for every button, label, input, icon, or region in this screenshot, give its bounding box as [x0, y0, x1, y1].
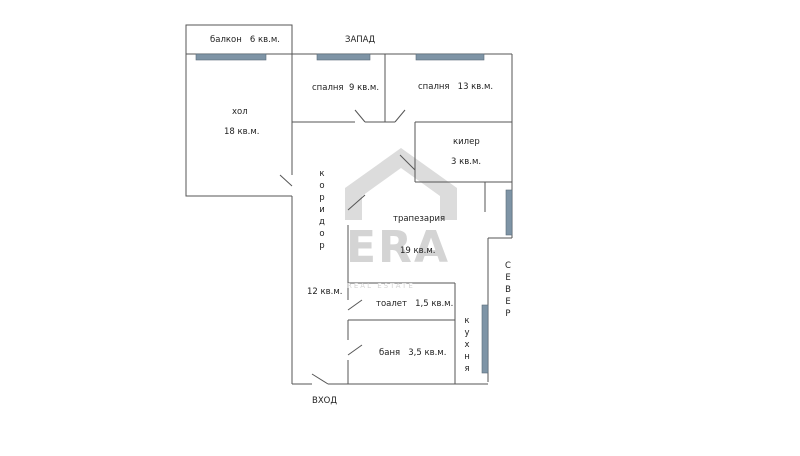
bedroom-large-label: спалня 13 кв.м. — [418, 82, 493, 92]
dining-door — [347, 194, 366, 211]
bathroom-name: баня — [379, 348, 401, 358]
hall-outline — [185, 54, 292, 197]
toilet-door — [347, 299, 363, 311]
bathroom-label: баня 3,5 кв.м. — [379, 348, 446, 358]
windows — [195, 53, 513, 374]
bedroom-large-area: 13 кв.м. — [457, 82, 494, 92]
watermark-tagline: REAL ESTATE — [347, 282, 415, 290]
kitchen-name: кухня — [464, 316, 470, 374]
bedroom-large-window — [415, 53, 485, 61]
kitchen-window — [481, 304, 489, 374]
balcony-label: балкон 6 кв.м. — [210, 35, 280, 45]
corridor-area: 12 кв.м. — [307, 287, 343, 297]
bedroom-small-window — [316, 53, 371, 61]
storage-door — [399, 154, 416, 171]
balcony-area: 6 кв.м. — [249, 35, 280, 45]
era-watermark-logo — [345, 148, 457, 220]
bedroom-small-door — [354, 109, 366, 123]
balcony-name: балкон — [210, 35, 242, 45]
entrance-label: ВХОД — [312, 396, 337, 406]
walls — [185, 24, 513, 385]
balcony-window — [195, 53, 267, 61]
toilet-label: тоалет 1,5 кв.м. — [376, 299, 453, 309]
toilet-name: тоалет — [376, 299, 407, 309]
hall-name: хол — [232, 107, 248, 117]
dining-area: 19 кв.м. — [400, 246, 436, 256]
west-label: ЗАПАД — [345, 35, 376, 45]
hall-area: 18 кв.м. — [224, 127, 260, 137]
toilet-area: 1,5 кв.м. — [415, 299, 454, 309]
corridor-name: коридор — [319, 169, 325, 251]
bedroom-large-door — [394, 109, 406, 123]
bedroom-small-label: спалня 9 кв.м. — [312, 83, 379, 93]
storage-area: 3 кв.м. — [451, 157, 482, 167]
bedroom-large-name: спалня — [418, 82, 450, 92]
bathroom-door — [347, 344, 363, 356]
storage-name: килер — [453, 137, 480, 147]
entrance-door — [311, 373, 329, 385]
north-label: СЕВЕР — [505, 261, 511, 319]
bedroom-small-area: 9 кв.м. — [348, 83, 380, 93]
bedroom-small-name: спалня — [312, 83, 344, 93]
dining-window — [505, 189, 513, 236]
dining-name: трапезария — [393, 214, 446, 224]
watermark-logo-text: ERA — [346, 222, 450, 273]
bathroom-area: 3,5 кв.м. — [408, 348, 447, 358]
hall-door — [279, 174, 293, 187]
